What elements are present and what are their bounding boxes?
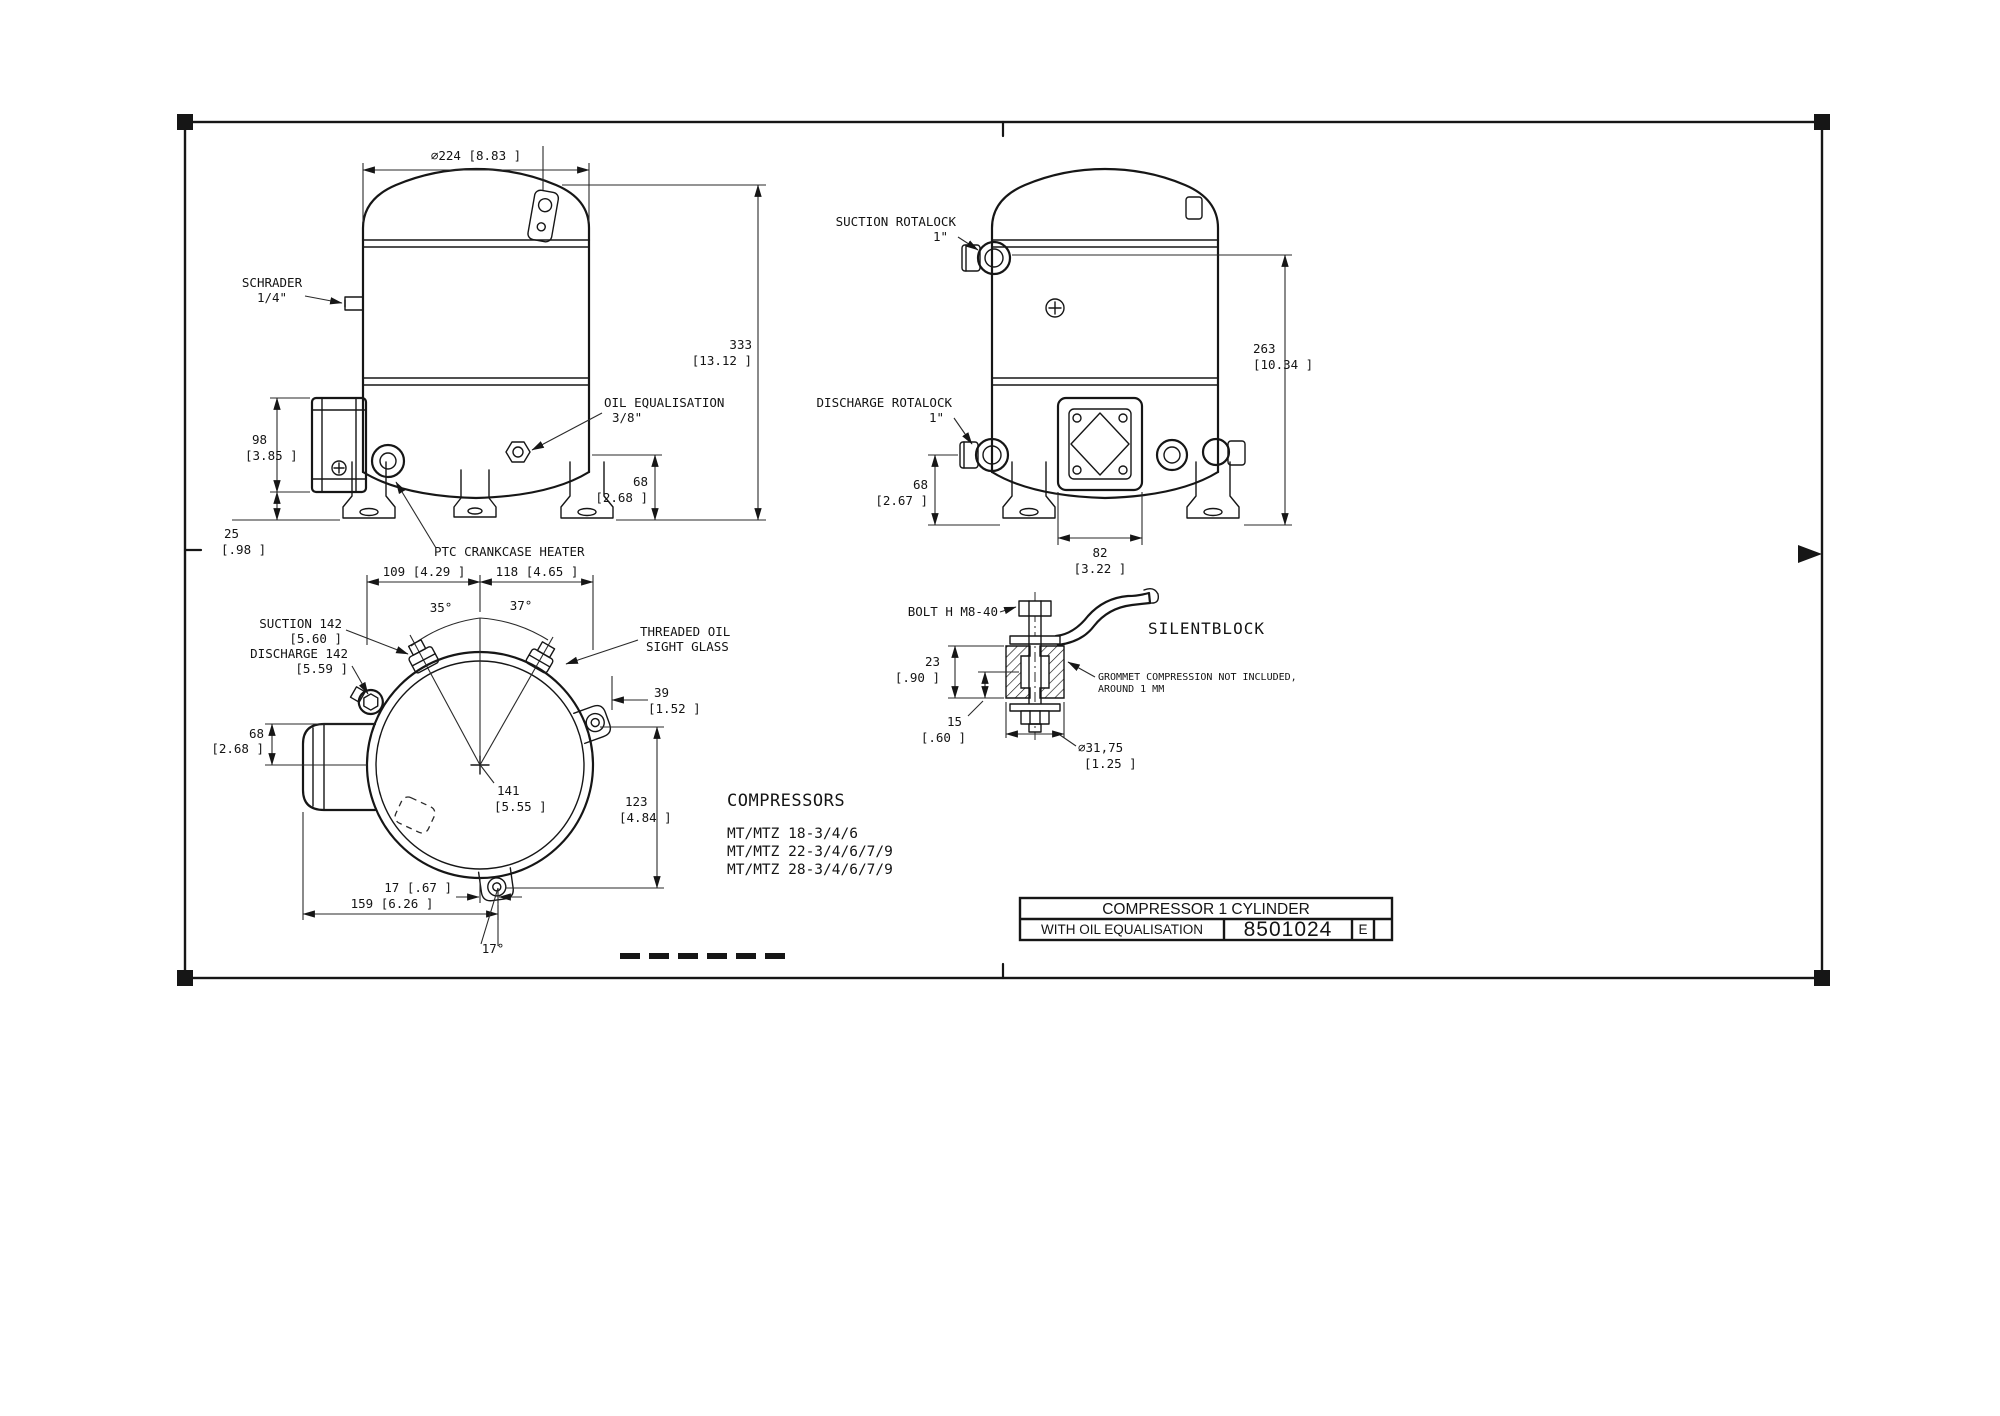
mounting-feet-side <box>1002 461 1240 519</box>
title-block: COMPRESSOR 1 CYLINDER WITH OIL EQUALISAT… <box>1018 896 1394 942</box>
sheet-frame <box>177 114 1830 986</box>
side-dim-82-mm: 82 <box>1092 545 1107 560</box>
silentblock-dim-23-mm: 23 <box>925 654 940 669</box>
side-dim-68-mm: 68 <box>913 477 928 492</box>
side-dim-263-mm: 263 <box>1253 341 1276 356</box>
side-dim-68-in: [2.67 ] <box>875 493 928 508</box>
suction-rotalock-valve <box>961 240 1012 276</box>
frame-center-dashes <box>620 953 785 959</box>
top-dim-141-in: [5.55 ] <box>494 799 547 814</box>
silentblock-dim-23-in: [.90 ] <box>895 670 940 685</box>
side-dim-263-in: [10.34 ] <box>1253 357 1313 372</box>
top-dim-39-in: [1.52 ] <box>648 701 701 716</box>
oil-equalisation-label: OIL EQUALISATION <box>604 395 724 410</box>
discharge-rotalock-label: DISCHARGE ROTALOCK <box>817 395 953 410</box>
top-angle-17: 17° <box>482 941 505 956</box>
schrader-size-label: 1/4" <box>257 290 287 305</box>
revision-letter: E <box>1358 922 1367 937</box>
front-dim-diameter: ∅224 [8.83 ] <box>431 148 521 163</box>
silentblock-title: SILENTBLOCK <box>1148 619 1265 638</box>
suction-rotalock-size-label: 1" <box>933 229 948 244</box>
compressor-model: MT/MTZ 28-3/4/6/7/9 <box>727 862 893 878</box>
silentblock-dim-dia-in: [1.25 ] <box>1084 756 1137 771</box>
schrader-label: SCHRADER <box>242 275 303 290</box>
oil-sight-glass-port <box>525 641 556 674</box>
drawing-number: 8501024 <box>1244 918 1333 941</box>
silentblock-dim-15-in: [.60 ] <box>921 730 966 745</box>
discharge-rotalock-valve <box>959 437 1010 473</box>
top-dim-159: 159 [6.26 ] <box>351 896 434 911</box>
discharge-rotalock-size-label: 1" <box>929 410 944 425</box>
top-angle-35: 35° <box>430 600 453 615</box>
top-dim-123-in: [4.84 ] <box>619 810 672 825</box>
ptc-heater-label: PTC CRANKCASE HEATER <box>434 544 585 559</box>
side-view: SUCTION ROTALOCK 1" DISCHARGE ROTALOCK 1… <box>817 167 1313 576</box>
silentblock-dim-15-mm: 15 <box>947 714 962 729</box>
oil-sight-glass-front <box>370 443 406 479</box>
title-block-title: COMPRESSOR 1 CYLINDER <box>1102 901 1310 918</box>
top-dim-68-in: [2.68 ] <box>211 741 264 756</box>
oil-equalisation-size-label: 3/8" <box>612 410 642 425</box>
schrader-fitting <box>344 296 364 311</box>
front-view: ∅224 [8.83 ] 333 [13.12 ] 68 [2.68 ] 98 … <box>221 146 766 559</box>
front-dim-98-mm: 98 <box>252 432 267 447</box>
title-block-subtitle: WITH OIL EQUALISATION <box>1041 922 1203 937</box>
terminal-box-top <box>301 722 377 812</box>
frame-arrow-marker <box>1798 545 1822 563</box>
sight-glass-label-2: SIGHT GLASS <box>646 639 729 654</box>
front-dim-25-in: [.98 ] <box>221 542 266 557</box>
silentblock-dim-dia-mm: ∅31,75 <box>1078 740 1123 755</box>
front-dim-height-mm: 333 <box>729 337 752 352</box>
silentblock-bolt <box>1009 600 1061 733</box>
valve-flange-block <box>1056 396 1144 492</box>
top-discharge-label: DISCHARGE 142 <box>250 646 348 661</box>
mounting-lug-right <box>573 704 612 745</box>
suction-rotalock-label: SUCTION ROTALOCK <box>836 214 957 229</box>
top-dim-39-mm: 39 <box>654 685 669 700</box>
front-dim-98-in: [3.85 ] <box>245 448 298 463</box>
front-dim-68-mm: 68 <box>633 474 648 489</box>
compressors-heading: COMPRESSORS <box>727 791 845 811</box>
compressor-model: MT/MTZ 22-3/4/6/7/9 <box>727 844 893 860</box>
front-dim-height-in: [13.12 ] <box>692 353 752 368</box>
mounting-feet-front <box>342 461 614 519</box>
top-angle-37: 37° <box>510 598 533 613</box>
compressor-list: COMPRESSORS MT/MTZ 18-3/4/6 MT/MTZ 22-3/… <box>727 791 893 878</box>
grommet-note-1: GROMMET COMPRESSION NOT INCLUDED, <box>1098 672 1297 683</box>
top-suction-in: [5.60 ] <box>289 631 342 646</box>
top-dim-17: 17 [.67 ] <box>384 880 452 895</box>
suction-port-top <box>407 639 440 674</box>
top-dim-118: 118 [4.65 ] <box>496 564 579 579</box>
front-dim-68-in: [2.68 ] <box>595 490 648 505</box>
front-dim-25-mm: 25 <box>224 526 239 541</box>
lifting-lug <box>527 189 560 243</box>
top-dim-141-mm: 141 <box>497 783 520 798</box>
grommet-note-2: AROUND 1 MM <box>1098 684 1164 695</box>
top-dim-68-mm: 68 <box>249 726 264 741</box>
silentblock-detail: BOLT H M8-40 SILENTBLOCK 23 [.90 ] 15 [.… <box>895 587 1297 771</box>
bolt-label: BOLT H M8-40 <box>908 604 998 619</box>
oil-equalisation-fitting <box>505 441 531 463</box>
discharge-port-top <box>349 686 384 716</box>
terminal-box <box>310 396 368 494</box>
top-discharge-in: [5.59 ] <box>295 661 348 676</box>
compressor-model: MT/MTZ 18-3/4/6 <box>727 826 858 842</box>
grommet-section-right <box>1039 645 1065 699</box>
top-dim-109: 109 [4.29 ] <box>383 564 466 579</box>
sight-glass-label-1: THREADED OIL <box>640 624 730 639</box>
top-view: 35° 37° <box>211 564 730 956</box>
top-dim-123-mm: 123 <box>625 794 648 809</box>
side-dim-82-in: [3.22 ] <box>1074 561 1127 576</box>
top-suction-label: SUCTION 142 <box>259 616 342 631</box>
